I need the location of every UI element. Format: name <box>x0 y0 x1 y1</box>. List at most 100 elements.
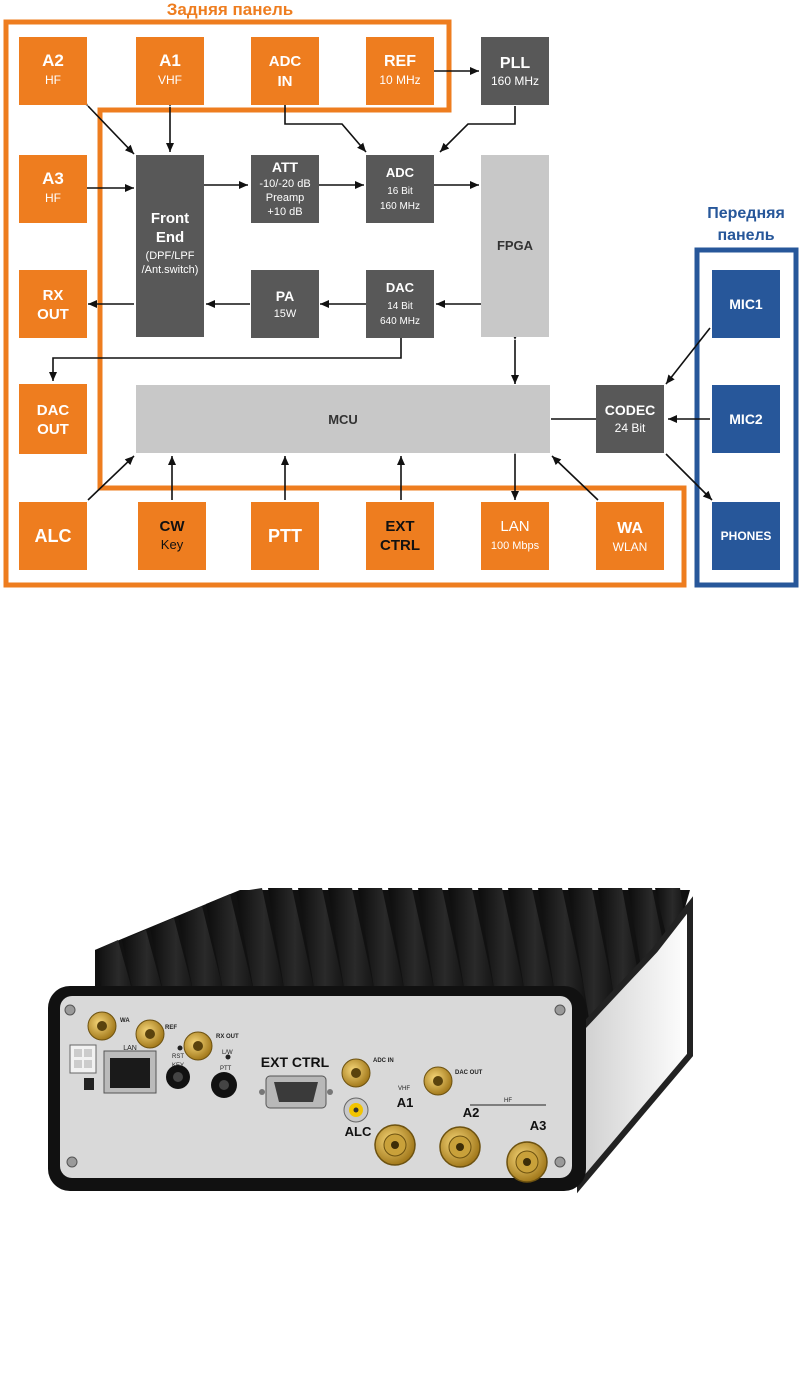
antenna-connector-a1 <box>374 1124 416 1166</box>
block-adc: ADC 16 Bit 160 MHz <box>366 155 434 223</box>
label-ext-ctrl: EXT CTRL <box>261 1054 330 1070</box>
svg-text:CODEC: CODEC <box>605 402 656 418</box>
block-codec: CODEC 24 Bit <box>596 385 664 453</box>
arrow-pll-adc <box>439 106 516 153</box>
key-jack <box>166 1065 190 1089</box>
svg-text:FPGA: FPGA <box>497 238 534 253</box>
svg-text:IN: IN <box>278 73 293 90</box>
svg-text:PTT: PTT <box>268 526 302 546</box>
block-alc: ALC <box>19 502 87 570</box>
sma-connector-ref: REF <box>135 1019 177 1049</box>
rst-button <box>177 1045 183 1051</box>
arrow-a2-fe <box>78 96 135 155</box>
svg-text:100 Mbps: 100 Mbps <box>491 540 540 552</box>
arrow-codec-phones <box>665 453 713 501</box>
alc-rca-jack: ALC <box>343 1097 372 1139</box>
svg-text:DAC: DAC <box>37 402 70 419</box>
block-a2: A2 HF <box>19 37 87 105</box>
block-fpga: FPGA <box>481 155 549 337</box>
svg-text:ADC: ADC <box>269 53 302 70</box>
label-a2: A2 <box>463 1105 480 1120</box>
ext-ctrl-connector <box>259 1075 333 1109</box>
rear-panel-title: Задняя панель <box>167 0 293 19</box>
svg-text:PHONES: PHONES <box>721 529 772 543</box>
block-cw-key: CW Key <box>138 502 206 570</box>
arrow-wa-mcu <box>551 455 599 501</box>
arrow-alc-mcu <box>87 455 135 501</box>
svg-text:CTRL: CTRL <box>380 537 420 554</box>
svg-text:16 Bit: 16 Bit <box>387 186 413 197</box>
svg-text:REF: REF <box>384 53 416 70</box>
svg-text:WA: WA <box>120 1018 130 1024</box>
lan-port: LAN <box>103 1045 157 1094</box>
label-vhf: VHF <box>398 1086 410 1092</box>
svg-text:CW: CW <box>160 518 186 535</box>
arrow-adcin-adc <box>284 104 367 153</box>
svg-text:A2: A2 <box>42 51 64 70</box>
svg-text:RX: RX <box>43 287 64 304</box>
block-wa: WA WLAN <box>596 502 664 570</box>
svg-text:MCU: MCU <box>328 412 358 427</box>
svg-text:Front: Front <box>151 210 189 227</box>
block-rx-out: RX OUT <box>19 270 87 338</box>
block-att: ATT -10/-20 dB Preamp +10 dB <box>251 155 319 223</box>
block-dac: DAC 14 Bit 640 MHz <box>366 270 434 338</box>
svg-text:PLL: PLL <box>500 55 530 72</box>
svg-text:160 MHz: 160 MHz <box>491 74 539 88</box>
block-diagram: Задняя панель Передняя панель A2 HF <box>3 0 799 588</box>
svg-text:A1: A1 <box>159 51 181 70</box>
svg-text:WLAN: WLAN <box>613 540 648 554</box>
svg-text:DAC: DAC <box>386 280 415 295</box>
block-phones: PHONES <box>712 502 780 570</box>
svg-text:DAC OUT: DAC OUT <box>455 1070 483 1076</box>
label-lw: L/W <box>222 1050 233 1056</box>
block-mic1: MIC1 <box>712 270 780 338</box>
svg-text:-10/-20 dB: -10/-20 dB <box>259 178 310 190</box>
svg-text:10 MHz: 10 MHz <box>379 73 420 87</box>
svg-text:WA: WA <box>617 520 643 537</box>
svg-text:REF: REF <box>165 1025 177 1031</box>
label-ptt: PTT <box>220 1066 232 1072</box>
front-panel-frame <box>694 247 799 588</box>
svg-text:MIC1: MIC1 <box>729 296 763 312</box>
power-connector <box>69 1044 97 1090</box>
screws <box>64 1004 566 1168</box>
svg-text:LAN: LAN <box>123 1045 137 1052</box>
svg-text:A3: A3 <box>42 169 64 188</box>
svg-text:ADC: ADC <box>386 165 415 180</box>
svg-text:/Ant.switch): /Ant.switch) <box>142 264 199 276</box>
ptt-jack <box>211 1072 237 1098</box>
svg-text:VHF: VHF <box>158 73 182 87</box>
block-a1: A1 VHF <box>136 37 204 105</box>
svg-text:OUT: OUT <box>37 306 69 323</box>
block-lan: LAN 100 Mbps <box>481 502 549 570</box>
svg-text:+10 dB: +10 dB <box>267 206 302 218</box>
device-photo: LAN WA REF RX OUT RST KEY L/W PTT EXT CT… <box>48 888 693 1194</box>
block-ptt: PTT <box>251 502 319 570</box>
block-pa: PA 15W <box>251 270 319 338</box>
svg-text:(DPF/LPF: (DPF/LPF <box>146 250 195 262</box>
sma-connector-dac-out: DAC OUT <box>423 1066 483 1096</box>
arrow-dac-dacout <box>49 338 402 381</box>
block-a3: A3 HF <box>19 155 87 223</box>
svg-text:15W: 15W <box>274 308 297 320</box>
connections <box>49 67 713 501</box>
svg-text:ATT: ATT <box>272 159 299 175</box>
svg-text:LAN: LAN <box>500 518 529 535</box>
block-dac-out: DAC OUT <box>19 384 87 454</box>
block-ref: REF 10 MHz <box>366 37 434 105</box>
svg-text:Key: Key <box>161 537 184 552</box>
arrow-mic1-codec <box>665 327 711 385</box>
svg-text:640 MHz: 640 MHz <box>380 316 420 327</box>
sma-connector-adc-in: ADC IN <box>341 1058 394 1088</box>
svg-text:MIC2: MIC2 <box>729 411 763 427</box>
front-panel-title-line2: панель <box>717 227 774 244</box>
svg-text:OUT: OUT <box>37 421 69 438</box>
svg-text:End: End <box>156 229 184 246</box>
svg-text:160 MHz: 160 MHz <box>380 201 420 212</box>
block-pll: PLL 160 MHz <box>481 37 549 105</box>
svg-text:PA: PA <box>276 288 294 304</box>
sma-connector-rx-out: RX OUT <box>183 1031 239 1061</box>
label-hf: HF <box>504 1098 512 1104</box>
block-front-end: Front End (DPF/LPF /Ant.switch) <box>136 155 204 337</box>
